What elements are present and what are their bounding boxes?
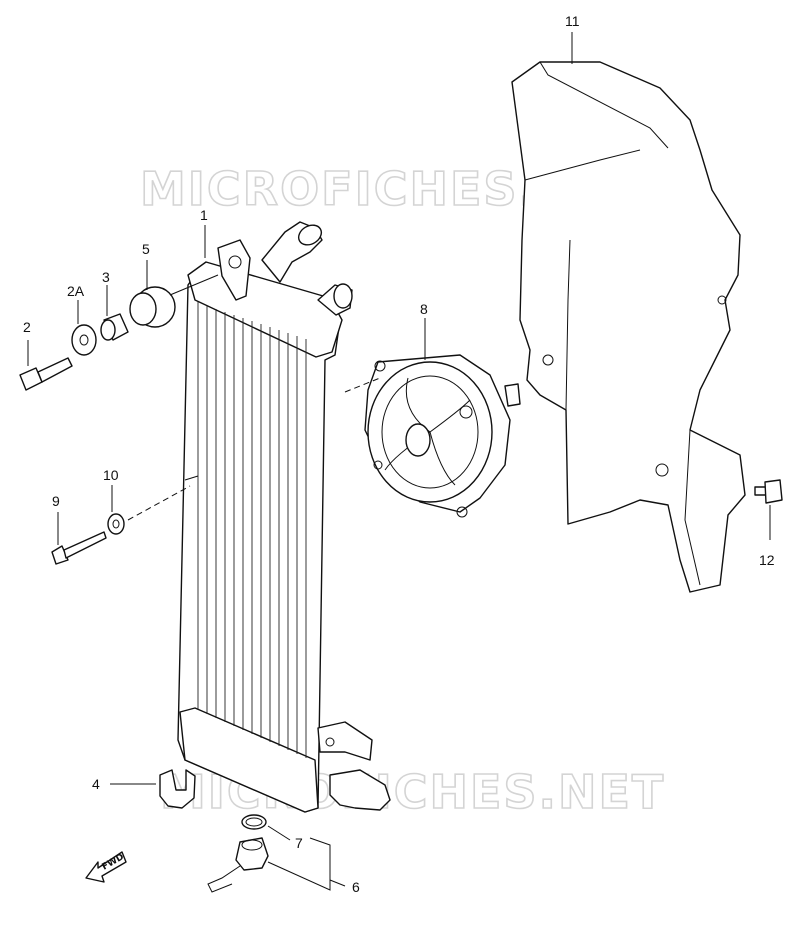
callout-10: 10: [103, 467, 119, 483]
callout-8: 8: [420, 301, 428, 317]
radiator-shroud: [511, 61, 746, 593]
callout-5: 5: [142, 241, 150, 257]
washer-2a: [71, 324, 97, 356]
collar-3: [100, 313, 129, 341]
bolt-9: [51, 531, 107, 565]
cooling-fan: [344, 354, 521, 518]
forward-arrow-icon: FWD: [85, 851, 127, 883]
callout-2: 2: [23, 319, 31, 335]
clip-4: [159, 769, 196, 809]
callout-12: 12: [759, 552, 775, 568]
callout-11: 11: [565, 13, 580, 29]
washer-10: [107, 485, 191, 535]
leader-7: [267, 825, 291, 841]
callout-4: 4: [92, 776, 100, 792]
callout-6: 6: [352, 879, 360, 895]
o-ring-7: [241, 814, 267, 830]
callout-3: 3: [102, 269, 110, 285]
callout-9: 9: [52, 493, 60, 509]
callout-7: 7: [295, 835, 303, 851]
leader-6b: [329, 879, 346, 887]
grommet-5: [129, 274, 219, 328]
radiator: [177, 221, 391, 813]
thermo-switch-6: [207, 837, 269, 893]
radiator-fins: [197, 302, 307, 758]
callout-1: 1: [200, 207, 208, 223]
leader-6: [267, 837, 331, 891]
screw-12: [754, 479, 783, 504]
callout-2a: 2A: [67, 283, 85, 299]
bolt-2: [19, 357, 73, 391]
